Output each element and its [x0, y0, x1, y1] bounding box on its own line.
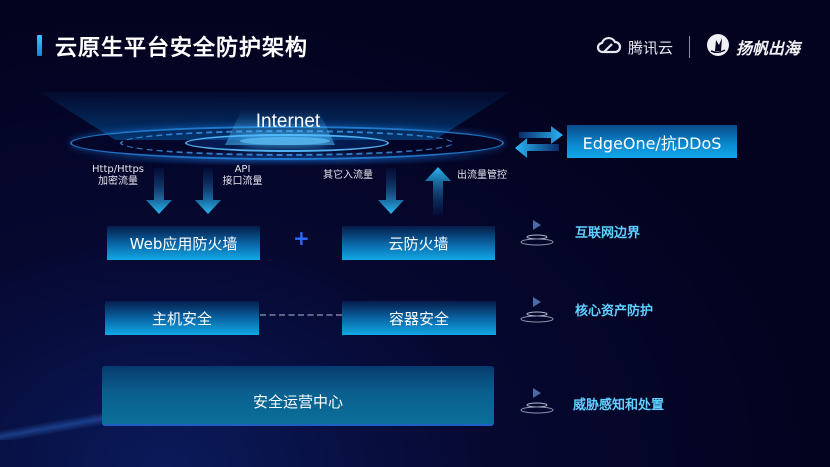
sail-logo-icon: [706, 33, 730, 61]
host-security-label: 主机安全: [151, 309, 212, 328]
brand-logos: 腾讯云 扬帆出海: [596, 33, 800, 61]
container-security-box: 容器安全: [342, 301, 496, 335]
flow-label-api-line1: API: [234, 164, 251, 175]
layer-marker-icon: [517, 295, 557, 325]
layer-label-threat-detection-response: 威胁感知和处置: [573, 398, 665, 413]
plus-icon: +: [293, 226, 310, 250]
flow-label-api-line2: 接口流量: [222, 176, 263, 187]
cloud-logo-icon: [596, 36, 622, 58]
layer-label-core-asset-protection: 核心资产防护: [575, 304, 654, 319]
logo-divider: [689, 36, 691, 58]
flow-label-https-line2: 加密流量: [98, 176, 138, 187]
flow-label-other-inbound-text: 其它入流量: [323, 170, 373, 181]
cloud-firewall-box: 云防火墙: [342, 226, 495, 260]
internet-inner-beam: [225, 110, 335, 145]
layer-label-internet-boundary: 互联网边界: [575, 226, 641, 241]
edgeone-ddos-box: EdgeOne/抗DDoS: [567, 125, 737, 158]
cloud-firewall-label: 云防火墙: [388, 234, 449, 253]
flow-label-outbound-control-text: 出流量管控: [457, 170, 507, 181]
edgeone-ddos-label: EdgeOne/抗DDoS: [582, 133, 722, 153]
flow-label-outbound-control: 出流量管控: [452, 170, 512, 182]
soc-label: 安全运营中心: [252, 393, 343, 411]
waf-label: Web应用防火墙: [129, 234, 238, 253]
layer-marker-icon: [517, 218, 557, 248]
layer-marker-icon: [517, 386, 557, 416]
flow-label-https: Http/Https 加密流量: [88, 164, 148, 188]
page-title: 云原生平台安全防护架构: [55, 36, 309, 61]
bidirectional-arrow-icon: [513, 124, 565, 160]
flow-label-api: API 接口流量: [215, 164, 270, 188]
host-security-box: 主机安全: [105, 301, 259, 335]
flow-label-https-line1: Http/Https: [92, 164, 144, 175]
arrow-down-icon: [145, 168, 173, 218]
waf-box: Web应用防火墙: [107, 226, 260, 260]
dashed-connector: [260, 314, 342, 316]
yangfan-logo-text: 扬帆出海: [736, 39, 801, 58]
arrow-up-icon: [424, 165, 452, 215]
arrow-down-icon: [377, 168, 405, 218]
soc-box: 安全运营中心: [102, 366, 494, 426]
flow-label-other-inbound: 其它入流量: [318, 170, 378, 182]
container-security-label: 容器安全: [388, 309, 449, 328]
title-accent-bar: [37, 35, 42, 56]
internet-label: Internet: [255, 111, 321, 132]
tencent-cloud-logo-text: 腾讯云: [628, 38, 674, 57]
arrow-down-icon: [194, 168, 222, 218]
